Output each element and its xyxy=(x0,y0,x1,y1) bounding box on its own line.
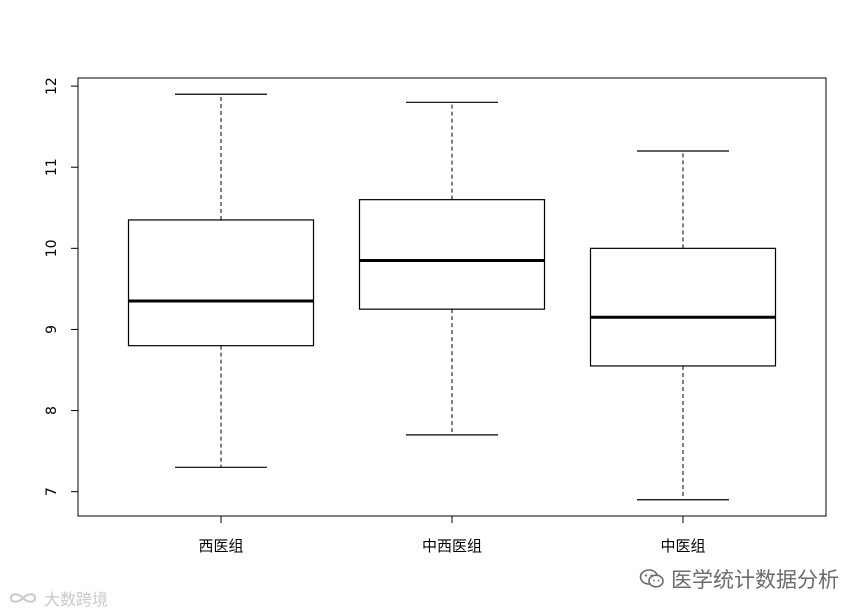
watermark-right: 医学统计数据分析 xyxy=(639,564,839,594)
watermark-right-text: 医学统计数据分析 xyxy=(671,568,839,592)
y-tick-label-11: 11 xyxy=(44,158,60,176)
infinity-logo-icon xyxy=(9,593,37,603)
y-tick-label-12: 12 xyxy=(44,77,60,95)
box-1 xyxy=(358,199,546,310)
x-tick-label-2: 中医组 xyxy=(660,537,705,555)
watermark-left-text: 大数跨境 xyxy=(44,590,109,609)
wechat-icon xyxy=(639,569,664,588)
y-tick-label-10: 10 xyxy=(44,239,60,257)
y-tick-label-7: 7 xyxy=(44,487,60,496)
x-tick-label-1: 中西医组 xyxy=(422,537,482,555)
box-2 xyxy=(589,247,777,367)
y-tick-label-8: 8 xyxy=(44,406,60,415)
watermark-left: 大数跨境 xyxy=(8,586,108,610)
box-0 xyxy=(127,219,315,347)
y-tick-label-9: 9 xyxy=(44,325,60,334)
x-tick-label-0: 西医组 xyxy=(198,537,243,555)
